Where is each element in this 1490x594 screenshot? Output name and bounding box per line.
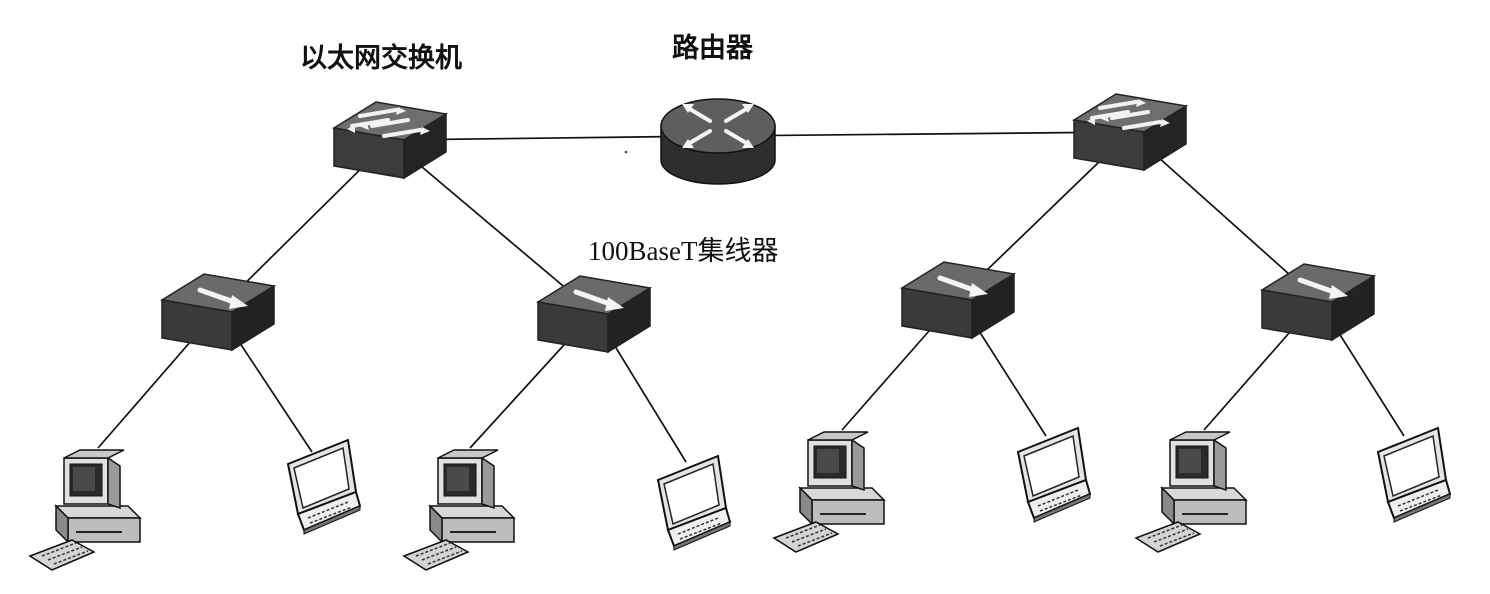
link-switch-left-hub-2 — [389, 139, 595, 313]
laptop-icon — [287, 439, 361, 535]
hub-icon — [162, 274, 274, 350]
laptop-icon — [657, 455, 731, 551]
switch-icon — [1072, 92, 1188, 172]
desktop-computer-icon — [403, 449, 515, 571]
ethernet-switch-label: 以太网交换机 — [300, 43, 462, 74]
link-router-switch-right — [717, 131, 1131, 137]
desktop-computer-icon — [1135, 431, 1247, 553]
router-icon — [659, 97, 777, 186]
desktop-computer-icon — [29, 449, 141, 571]
laptop-icon — [1377, 427, 1451, 523]
hub-icon — [902, 262, 1014, 338]
hub-icon — [1262, 264, 1374, 340]
switch-icon — [332, 100, 448, 180]
desktop-computer-icon — [773, 431, 885, 553]
hub-icon — [538, 276, 650, 352]
hub-label: 100BaseT集线器 — [588, 236, 779, 266]
laptop-icon — [1017, 427, 1091, 523]
router-label: 路由器 — [672, 33, 753, 64]
